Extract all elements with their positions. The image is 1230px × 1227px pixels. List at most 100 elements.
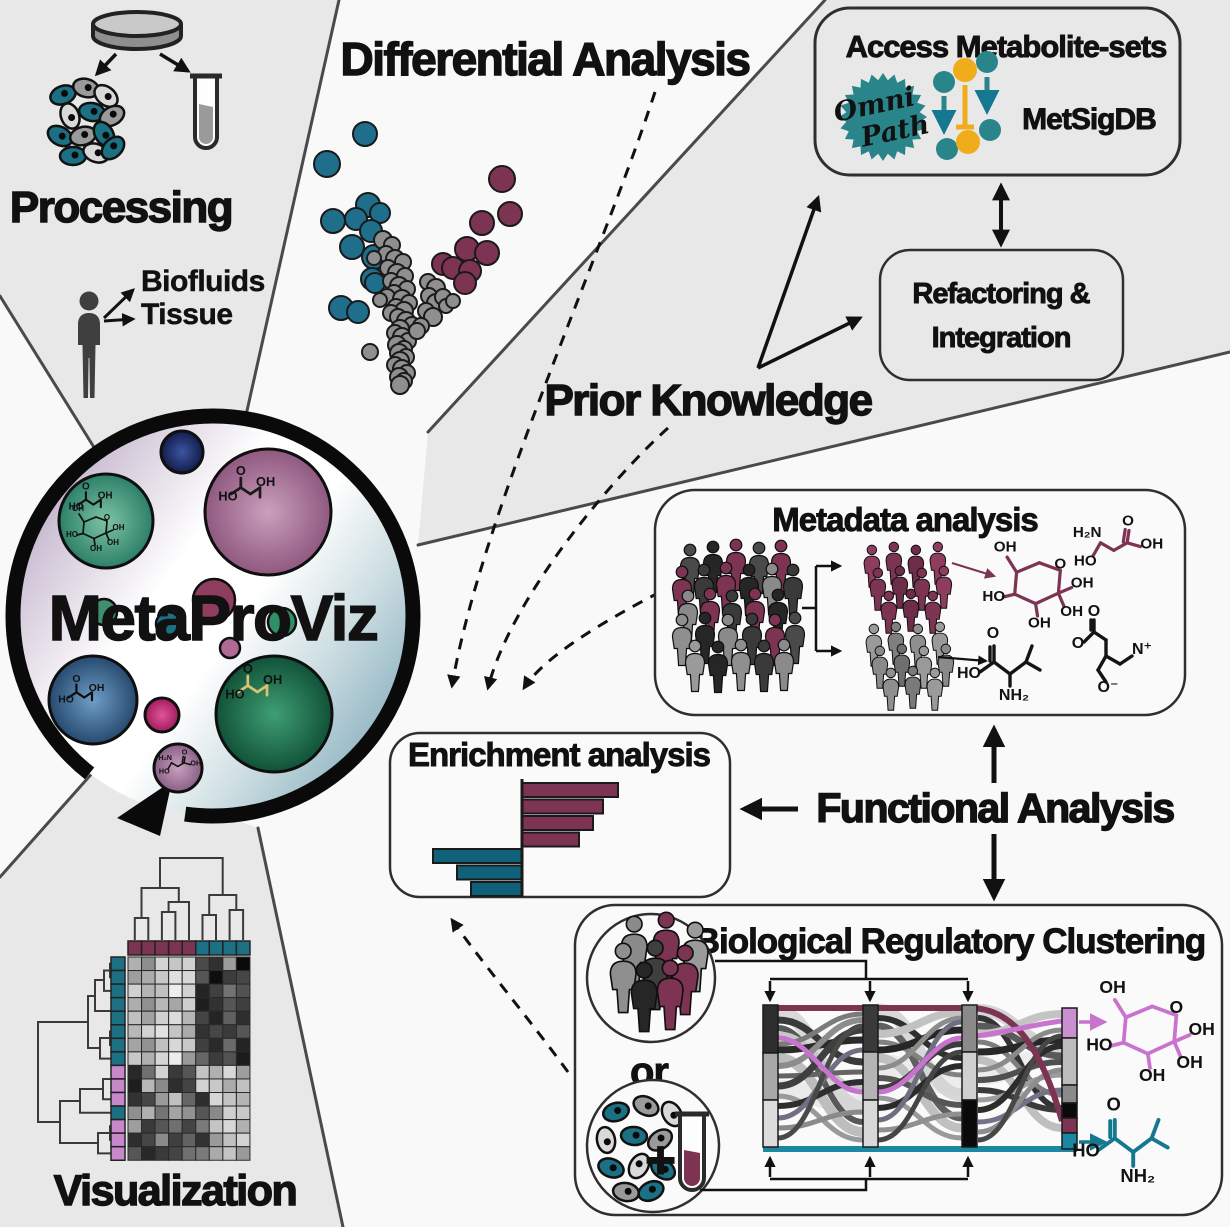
molecule-bond: [167, 762, 173, 770]
heatmap-cell: [127, 1064, 143, 1080]
sankey-ribbon: [777, 1011, 864, 1047]
heatmap-col-group: [222, 940, 238, 956]
sankey-ribbon: [877, 1008, 963, 1038]
molecule-zig: HO OH O: [225, 661, 282, 702]
sankey-node: [961, 1099, 978, 1148]
heatmap-cell: [235, 1010, 251, 1026]
molecule-bond: [1008, 660, 1028, 676]
molecule-label: O: [243, 661, 253, 676]
heatmap-cell: [235, 983, 251, 999]
molecule-bond: [978, 660, 996, 674]
molecule-label: OH: [107, 538, 119, 547]
volcano-point-not-significant: [372, 292, 388, 308]
molecule-label: OH: [1189, 1019, 1215, 1039]
heatmap-cell: [168, 1119, 183, 1134]
molecule-bond: [1037, 561, 1062, 573]
hub-metabolite-circle: [159, 429, 205, 475]
sankey-ribbon: [977, 1043, 1063, 1113]
heatmap-cell: [154, 1119, 170, 1134]
heatmap-cell: [222, 956, 237, 972]
heatmap-row-group: [110, 1064, 126, 1080]
volcano-point-downregulated: [346, 300, 370, 324]
molecule-label: HO: [225, 686, 244, 701]
heatmap-row-group: [110, 1051, 126, 1067]
sankey-node: [1061, 1132, 1078, 1150]
enrichment-bar-chart: [432, 782, 619, 897]
heatmap-cell: [181, 1024, 197, 1039]
sankey-ribbon: [877, 1039, 963, 1078]
heatmap-cell: [154, 956, 170, 972]
metadata-title: Metadata analysis: [772, 501, 1037, 538]
molecule-bond: [1125, 528, 1131, 545]
heatmap-row-group: [110, 1132, 126, 1148]
heatmap-cell: [127, 983, 143, 999]
prior-knowledge-arrows: [756, 195, 863, 370]
heatmap-cell: [181, 997, 197, 1012]
sankey-node: [961, 1051, 978, 1101]
person-icon: [871, 645, 889, 689]
heatmap-cell: [222, 1119, 237, 1134]
heatmap-cell: [222, 1010, 237, 1026]
heatmap-row-group: [110, 983, 126, 999]
heatmap-cell: [222, 1064, 237, 1080]
tissue-label: Tissue: [141, 298, 233, 331]
sankey-node: [1061, 1037, 1078, 1086]
refactoring-line2: Integration: [932, 322, 1071, 354]
heatmap-cell: [168, 1037, 183, 1053]
heatmap-row-group: [110, 996, 126, 1012]
access-metabolite-sets-box: Access Metabolite-sets Omni Path MetSigD…: [813, 6, 1182, 177]
cell-icon: [649, 1157, 677, 1181]
person-icon: [738, 563, 760, 617]
heatmap-cell: [154, 997, 170, 1012]
person-icon: [926, 667, 944, 711]
enrichment-bar: [470, 881, 523, 897]
molecule-label: N⁺: [1132, 641, 1152, 658]
test-tube-icon: [190, 73, 222, 150]
person-icon: [924, 590, 942, 634]
hub-metabolite-circle: [152, 742, 204, 794]
sankey-top-bracket: [715, 959, 974, 1003]
heatmap-col-group: [127, 940, 143, 956]
heatmap-cell: [168, 1064, 183, 1080]
metsigdb-label: MetSigDB: [1022, 103, 1156, 136]
hub-ring-arrowhead: [117, 781, 172, 836]
heatmap-cell: [181, 1078, 197, 1093]
clustering-title: Biological Regulatory Clustering: [695, 922, 1206, 961]
heatmap-cell: [127, 1146, 143, 1161]
split-bracket: [802, 560, 843, 657]
molecule-bond: [1033, 591, 1061, 606]
heatmap-row-group: [110, 1078, 126, 1094]
sankey-ribbon: [777, 1069, 864, 1079]
molecule-bond: [1121, 527, 1127, 544]
heatmap-cell: [208, 1064, 224, 1080]
volcano-point-upregulated: [488, 165, 516, 193]
cell-icon: [637, 1179, 665, 1203]
hub-partial-circle: [266, 606, 298, 638]
person-icon: [717, 613, 739, 667]
person-icon: [730, 638, 752, 692]
sankey-ribbon: [877, 1111, 963, 1133]
molecule-label: OH: [263, 672, 282, 687]
person-icon: [702, 540, 724, 594]
sankey-ribbon: [876, 1003, 964, 1102]
person-icon: [935, 565, 953, 609]
sankey-ribbon: [977, 1033, 1063, 1143]
molecule-bond: [1024, 644, 1034, 664]
heatmap-cell: [195, 1064, 210, 1080]
tube-liquid: [684, 1150, 700, 1186]
dashed-arrow-prior-to-enrichment: [484, 426, 670, 691]
heatmap-cell: [208, 1010, 224, 1026]
molecule-bond: [105, 532, 110, 541]
person-icon: [684, 639, 706, 693]
molecule-label: H₂N: [1073, 524, 1102, 541]
heatmap-cell: [208, 970, 224, 985]
heatmap-cell: [222, 997, 237, 1012]
heatmap-cell: [127, 1078, 143, 1093]
heatmap-cell: [181, 1105, 197, 1121]
patient-crowd-icon: [671, 538, 806, 694]
person-icon: [78, 291, 100, 398]
